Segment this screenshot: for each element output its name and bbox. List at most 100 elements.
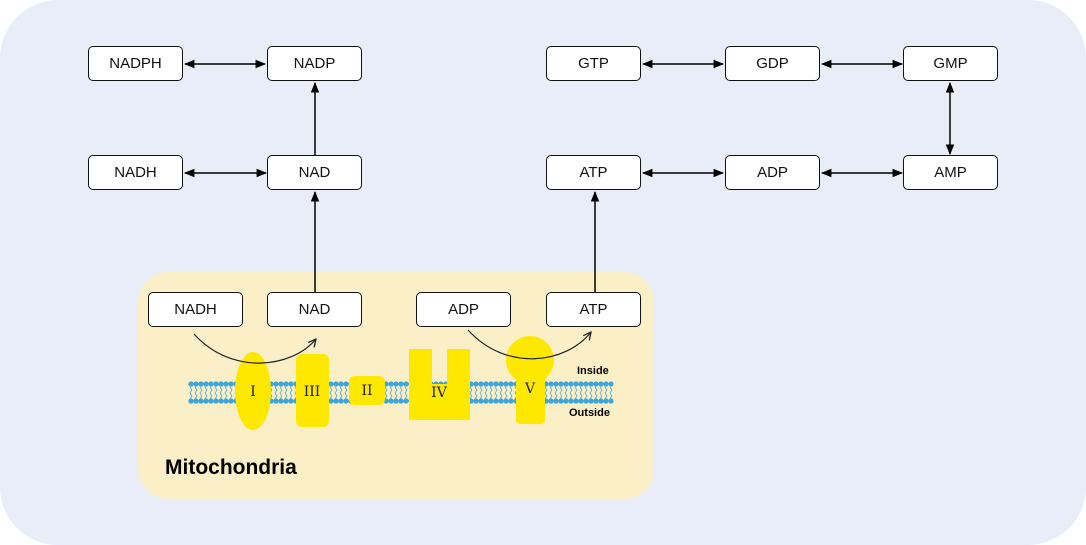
lipid-tail [474, 386, 478, 400]
lipid-head [213, 398, 219, 404]
lipid-head [573, 381, 579, 387]
lipid-head [553, 381, 559, 387]
lipid-tail [484, 386, 488, 400]
lipid-head [563, 398, 569, 404]
node-gdp: GDP [725, 46, 820, 81]
lipid-head [558, 398, 564, 404]
lipid-head [228, 381, 234, 387]
lipid-head [393, 381, 399, 387]
lipid-head [283, 381, 289, 387]
complex-v: V [506, 336, 554, 424]
lipid-tail [549, 386, 553, 400]
lipid-tail [509, 386, 513, 400]
lipid-head [223, 398, 229, 404]
lipid-tail [499, 386, 503, 400]
complex-ii-label: II [361, 383, 372, 399]
lipid-head [488, 398, 494, 404]
lipid-tail [569, 386, 573, 400]
lipid-head [343, 381, 349, 387]
lipid-head [288, 398, 294, 404]
lipid-tail [339, 386, 343, 400]
complex-iii: III [296, 354, 329, 427]
lipid-head [393, 398, 399, 404]
lipid-head [583, 398, 589, 404]
lipid-head [588, 381, 594, 387]
lipid-tail [289, 386, 293, 400]
lipid-tail [219, 386, 223, 400]
lipid-head [508, 381, 514, 387]
lipid-head [328, 381, 334, 387]
lipid-tail [504, 386, 508, 400]
lipid-head [478, 381, 484, 387]
node-nadh: NADH [88, 155, 183, 190]
node-amp: AMP [903, 155, 998, 190]
lipid-head [593, 381, 599, 387]
complex-v-label: V [524, 381, 536, 397]
node-nadp: NADP [267, 46, 362, 81]
node-gtp: GTP [546, 46, 641, 81]
node-mito-atp: ATP [546, 292, 641, 327]
lipid-tail [394, 386, 398, 400]
lipid-tail [604, 386, 608, 400]
lipid-head [273, 381, 279, 387]
complex-iv-label: IV [431, 385, 448, 401]
lipid-tail [574, 386, 578, 400]
lipid-head [568, 381, 574, 387]
lipid-tail [579, 386, 583, 400]
lipid-head [218, 381, 224, 387]
lipid-tail [194, 386, 198, 400]
adp-to-atp-curved-arrow [467, 329, 591, 360]
lipid-head [563, 381, 569, 387]
lipid-head [188, 398, 194, 404]
lipid-head [208, 398, 214, 404]
lipid-head [598, 381, 604, 387]
lipid-head [573, 398, 579, 404]
lipid-head [498, 398, 504, 404]
outside-label: Outside [569, 407, 610, 419]
lipid-head [578, 398, 584, 404]
lipid-head [388, 398, 394, 404]
node-atp: ATP [546, 155, 641, 190]
lipid-head [503, 381, 509, 387]
lipid-head [603, 381, 609, 387]
lipid-tail [284, 386, 288, 400]
complex-iii-label: III [304, 384, 321, 400]
lipid-head [583, 381, 589, 387]
lipid-head [203, 381, 209, 387]
node-nadph: NADPH [88, 46, 183, 81]
lipid-head [498, 381, 504, 387]
lipid-tail [224, 386, 228, 400]
lipid-head [333, 398, 339, 404]
lipid-head [503, 398, 509, 404]
lipid-head [558, 381, 564, 387]
lipid-tail [274, 386, 278, 400]
lipid-head [588, 398, 594, 404]
lipid-head [483, 381, 489, 387]
lipid-tail [209, 386, 213, 400]
lipid-tail [559, 386, 563, 400]
lipid-tail [564, 386, 568, 400]
lipid-head [328, 398, 334, 404]
lipid-head [193, 381, 199, 387]
lipid-tail [204, 386, 208, 400]
lipid-tail [399, 386, 403, 400]
lipid-head [278, 398, 284, 404]
lipid-head [193, 398, 199, 404]
lipid-tail [479, 386, 483, 400]
lipid-head [598, 398, 604, 404]
lipid-head [203, 398, 209, 404]
lipid-tail [344, 386, 348, 400]
lipid-head [343, 398, 349, 404]
lipid-head [478, 398, 484, 404]
lipid-tail [599, 386, 603, 400]
lipid-head [288, 381, 294, 387]
lipid-tail [594, 386, 598, 400]
lipid-head [218, 398, 224, 404]
lipid-head [548, 381, 554, 387]
lipid-tail [589, 386, 593, 400]
node-gmp: GMP [903, 46, 998, 81]
mitochondria-title: Mitochondria [165, 456, 297, 479]
node-mito-nad: NAD [267, 292, 362, 327]
node-mito-adp: ADP [416, 292, 511, 327]
